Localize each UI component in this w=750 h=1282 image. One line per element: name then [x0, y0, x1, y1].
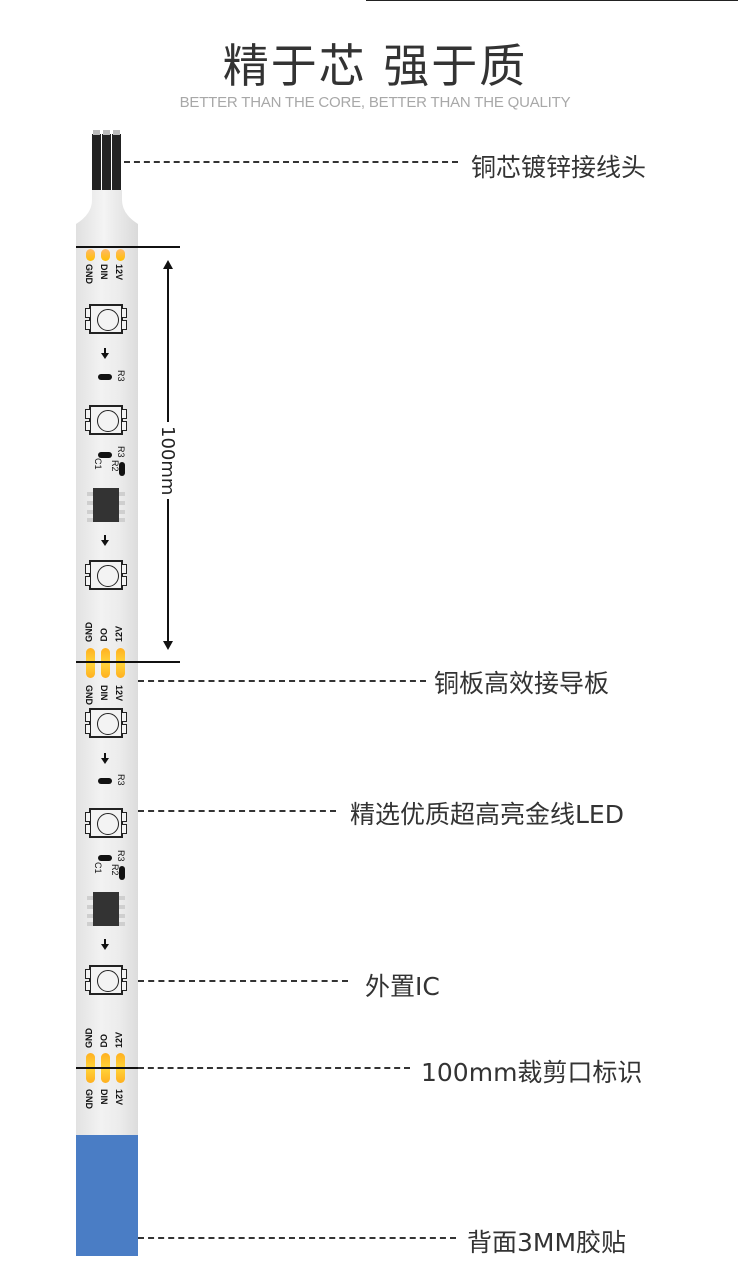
resistor-c1 — [98, 855, 112, 861]
arrow-down-icon — [101, 753, 109, 764]
callout-connector-wire: 铜芯镀锌接线头 — [471, 153, 647, 182]
callout-adhesive: 背面3MM胶贴 — [467, 1228, 627, 1257]
ic-pin — [119, 922, 125, 926]
resistor-r3 — [98, 778, 112, 784]
ic-pin — [119, 492, 125, 496]
ic-pin — [119, 518, 125, 522]
ic-pin — [87, 914, 93, 918]
wire-12v — [112, 134, 121, 204]
pin-label-12v: 12V — [114, 1032, 124, 1049]
label-r3: R3 — [116, 446, 126, 458]
page-title: 精于芯 强于质 — [222, 39, 528, 93]
pin-label-gnd: GND — [84, 264, 94, 284]
ic-chip — [93, 488, 119, 522]
callout-cut-mark: 100mm裁剪口标识 — [421, 1058, 643, 1087]
label-r3: R3 — [116, 370, 126, 382]
led-chip — [85, 808, 127, 838]
wire-tip — [113, 130, 120, 135]
arrow-down-icon — [101, 348, 109, 359]
arrow-down-icon — [163, 641, 173, 650]
arrow-down-icon — [101, 535, 109, 546]
led-chip — [85, 405, 127, 435]
arrow-down-icon — [101, 939, 109, 950]
pin-label-12v: 12V — [114, 1089, 124, 1106]
ic-pin — [87, 518, 93, 522]
callout-external-ic: 外置IC — [365, 972, 440, 1001]
ic-pin — [87, 510, 93, 514]
callout-copper-board: 铜板高效接导板 — [434, 669, 610, 698]
solder-pad — [86, 648, 95, 678]
resistor-r3 — [98, 374, 112, 380]
led-chip — [85, 560, 127, 590]
ic-pin — [119, 905, 125, 909]
callout-leader — [138, 1237, 456, 1239]
resistor-r2 — [119, 462, 125, 476]
adhesive-backing-tape — [76, 1135, 138, 1256]
ic-pin — [87, 896, 93, 900]
pin-label-12v: 12V — [114, 685, 124, 702]
label-r2: R2 — [110, 460, 120, 472]
top-divider-line — [366, 0, 738, 1]
resistor-c1 — [98, 452, 112, 458]
pin-label-12v: 12V — [114, 264, 124, 281]
solder-pad — [101, 249, 110, 261]
label-c1: C1 — [93, 458, 103, 470]
ic-pin — [119, 510, 125, 514]
label-r2: R2 — [110, 864, 120, 876]
wire-tip — [93, 130, 100, 135]
solder-pad — [116, 249, 125, 261]
callout-led: 精选优质超高亮金线LED — [350, 800, 624, 829]
connector-sleeve — [76, 190, 138, 248]
pin-label-gnd: GND — [84, 685, 94, 705]
arrow-up-icon — [163, 260, 173, 269]
label-c1: C1 — [93, 862, 103, 874]
callout-leader — [124, 161, 458, 163]
pin-label-do: DO — [99, 1034, 109, 1048]
ic-pin — [87, 905, 93, 909]
label-r3: R3 — [116, 774, 126, 786]
ic-pin — [119, 896, 125, 900]
pin-label-12v: 12V — [114, 626, 124, 643]
wire-tip — [103, 130, 110, 135]
dimension-label: 100mm — [157, 422, 178, 500]
ic-pin — [87, 501, 93, 505]
page-subtitle: BETTER THAN THE CORE, BETTER THAN THE QU… — [179, 94, 571, 111]
segment-boundary-line — [76, 246, 180, 248]
ic-chip — [93, 892, 119, 926]
pin-label-din: DIN — [99, 264, 109, 280]
cut-mark-line — [76, 1067, 138, 1069]
led-chip — [85, 965, 127, 995]
pin-label-gnd: GND — [84, 1028, 94, 1048]
pin-label-gnd: GND — [84, 622, 94, 642]
wire-din — [102, 134, 111, 204]
callout-leader — [138, 680, 426, 682]
callout-leader — [138, 810, 336, 812]
pin-label-gnd: GND — [84, 1089, 94, 1109]
wire-gnd — [92, 134, 101, 204]
callout-leader — [138, 980, 348, 982]
solder-pad — [101, 648, 110, 678]
ic-pin — [119, 501, 125, 505]
pin-label-do: DO — [99, 628, 109, 642]
solder-pad — [86, 249, 95, 261]
ic-pin — [87, 492, 93, 496]
callout-leader — [138, 1067, 410, 1069]
ic-pin — [87, 922, 93, 926]
resistor-r2 — [119, 866, 125, 880]
segment-boundary-line — [76, 661, 180, 663]
led-chip — [85, 708, 127, 738]
led-chip — [85, 304, 127, 334]
solder-pad — [116, 648, 125, 678]
label-r3: R3 — [116, 850, 126, 862]
ic-pin — [119, 914, 125, 918]
pin-label-din: DIN — [99, 1089, 109, 1105]
pin-label-din: DIN — [99, 685, 109, 701]
